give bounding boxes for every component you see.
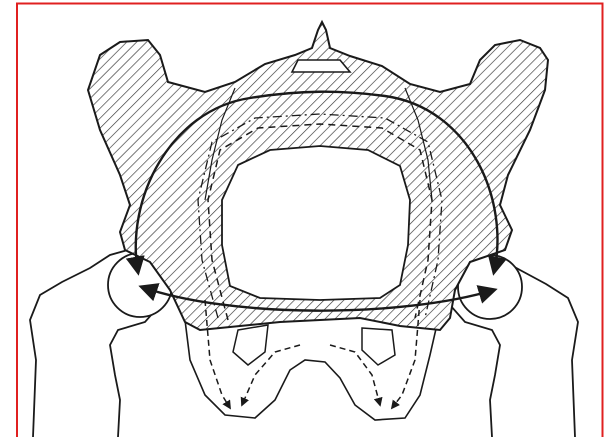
sacral-canal xyxy=(292,60,350,72)
pelvic-inlet xyxy=(222,146,410,300)
pubic-ischial-outline xyxy=(185,320,438,420)
